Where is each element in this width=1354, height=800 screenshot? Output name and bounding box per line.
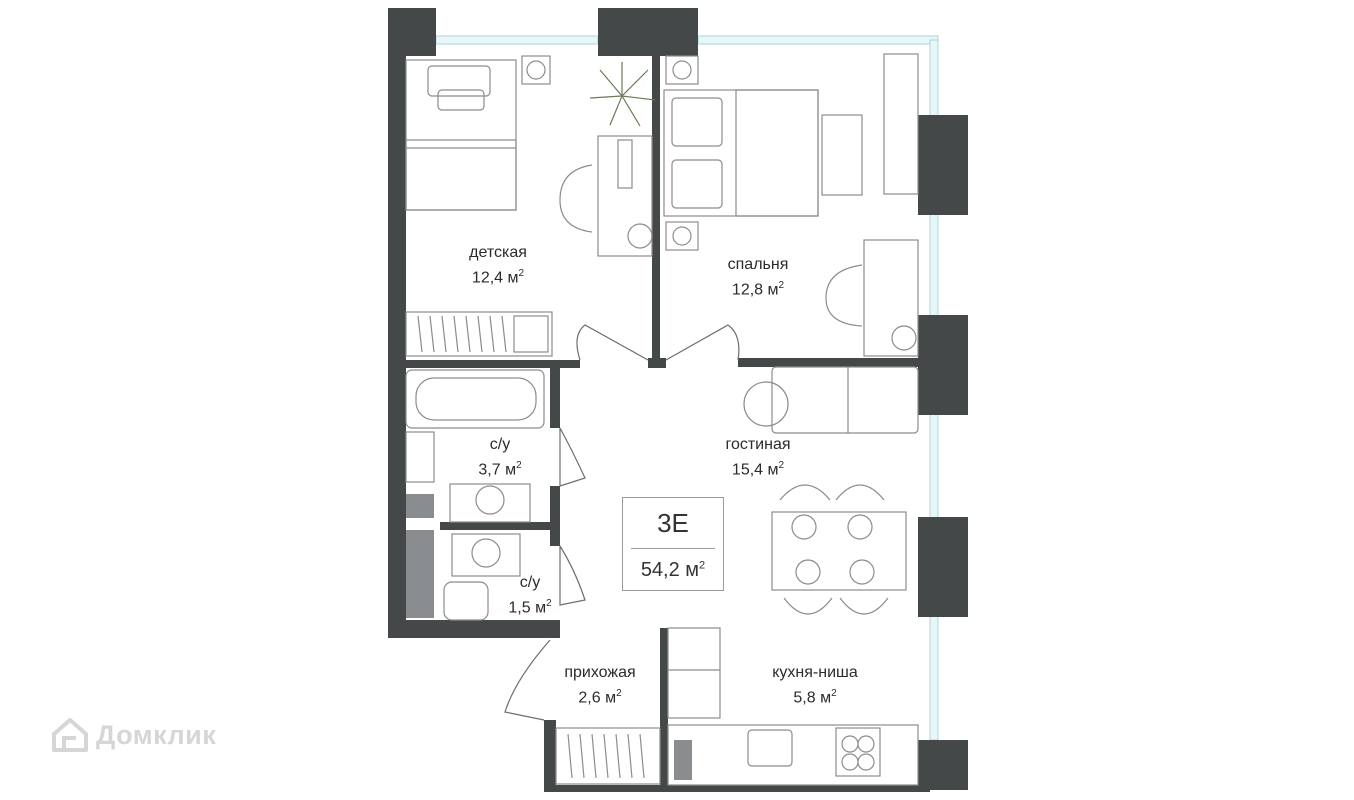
apartment-area: 54,2 м [640, 559, 700, 581]
sink-2 [451, 533, 521, 577]
room-label-bedroom: спальня 12,8 м2 [727, 256, 789, 299]
room-area: 1,5 м [508, 599, 547, 617]
room-name: детская [469, 244, 527, 261]
kids-wardrobe [405, 311, 553, 357]
apartment-type: 3Е [657, 508, 689, 538]
room-area: 2,6 м [578, 689, 617, 707]
kids-desk [597, 135, 653, 257]
room-name: гостиная [725, 436, 791, 453]
room-area: 3,7 м [478, 461, 517, 479]
shafts [406, 494, 692, 780]
bedroom-desk [863, 239, 919, 357]
divider [631, 548, 715, 549]
room-label-kids: детская 12,4 м2 [469, 244, 527, 287]
fridge [667, 627, 721, 719]
room-label-kitchen: кухня-ниша 5,8 м2 [772, 664, 858, 707]
room-name: прихожая [564, 664, 636, 681]
room-area: 15,4 м [731, 461, 779, 479]
room-label-hall: прихожая 2,6 м2 [564, 664, 636, 707]
room-label-living: гостиная 15,4 м2 [725, 436, 791, 479]
coffee-table [743, 381, 789, 427]
room-name: с/у [489, 436, 511, 453]
doors [504, 324, 740, 721]
room-label-bath1: с/у 3,7 м2 [478, 436, 522, 479]
room-name: с/у [519, 574, 541, 591]
watermark-text: Домклик [96, 719, 217, 750]
kids-bed [405, 59, 517, 211]
room-name: спальня [727, 256, 789, 273]
apartment-badge: 3Е 54,2 м2 [622, 497, 724, 591]
room-area: 12,4 м [471, 269, 519, 287]
bathtub [405, 369, 545, 429]
room-name: кухня-ниша [772, 664, 858, 681]
plant-icon [589, 62, 656, 127]
room-label-bath2: с/у 1,5 м2 [508, 574, 552, 617]
hall-wardrobe [555, 727, 661, 785]
bedroom-bed [663, 89, 819, 217]
dining-table [771, 511, 907, 591]
toilet [443, 581, 489, 621]
furniture [405, 53, 919, 786]
sofa [771, 366, 919, 434]
room-area: 5,8 м [793, 689, 832, 707]
kitchen-counter [667, 724, 919, 786]
watermark: Домклик [50, 716, 216, 754]
sink-1 [449, 483, 531, 523]
house-icon [52, 718, 88, 752]
room-area: 12,8 м [731, 281, 779, 299]
walls [388, 8, 968, 792]
